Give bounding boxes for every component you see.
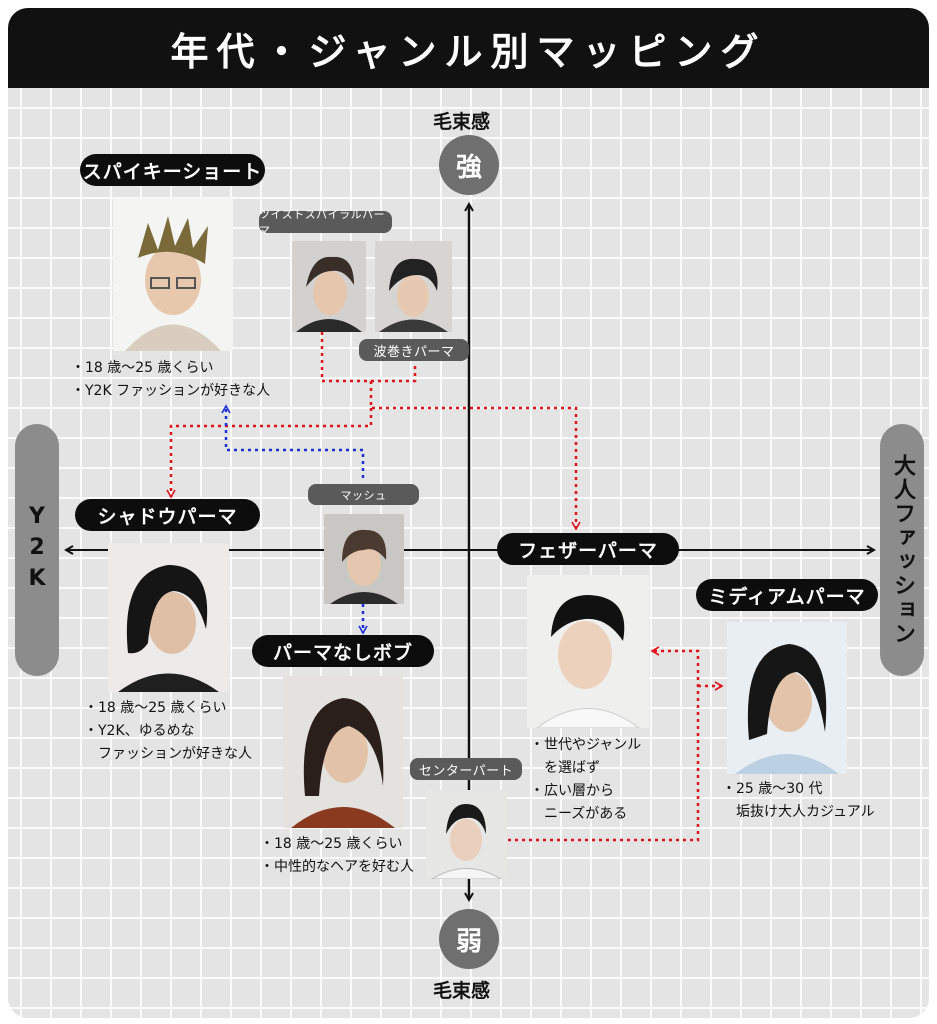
- top-axis-label: 毛束感: [433, 111, 491, 133]
- desc-line: ・世代やジャンル: [530, 737, 642, 753]
- center-part-photo: [426, 790, 507, 879]
- desc-line: ・広い層から: [530, 783, 614, 799]
- spiky-short-description: ・18 歳〜25 歳くらい ・Y2K ファッションが好きな人: [71, 357, 270, 403]
- center-part-label: センターパート: [410, 758, 522, 780]
- desc-line: ・18 歳〜25 歳くらい: [84, 700, 227, 716]
- mash-label: マッシュ: [308, 484, 419, 505]
- feather-perm-label: フェザーパーマ: [497, 533, 679, 565]
- desc-line: ・18 歳〜25 歳くらい: [260, 836, 403, 852]
- person-photo-icon: [324, 514, 404, 604]
- medium-perm-photo: [727, 622, 847, 774]
- blue-connector: [221, 404, 368, 635]
- no-perm-bob-photo: [283, 676, 403, 828]
- desc-line: ・Y2K、ゆるめな: [84, 723, 195, 739]
- page-title: 年代・ジャンル別マッピング: [8, 8, 929, 88]
- desc-line: ニーズがある: [530, 806, 628, 822]
- shadow-perm-description: ・18 歳〜25 歳くらい ・Y2K、ゆるめな ファッションが好きな人: [84, 697, 252, 766]
- bottom-axis-label: 毛束感: [433, 980, 491, 1002]
- diagram-card: 年代・ジャンル別マッピング: [8, 8, 929, 1018]
- feather-perm-description: ・世代やジャンル を選ばず ・広い層から ニーズがある: [530, 734, 641, 826]
- person-photo-icon: [292, 241, 366, 332]
- weak-circle: 弱: [439, 909, 499, 969]
- shadow-perm-label: シャドウパーマ: [75, 499, 260, 531]
- no-perm-bob-description: ・18 歳〜25 歳くらい ・中性的なヘアを好む人: [260, 833, 414, 879]
- desc-line: を選ばず: [530, 760, 600, 776]
- twist-spiral-perm-photo-1: [292, 241, 366, 332]
- red-connector-lower: [508, 646, 724, 842]
- desc-line: ファッションが好きな人: [84, 746, 252, 762]
- shadow-perm-photo: [108, 543, 229, 692]
- person-photo-icon: [527, 575, 649, 728]
- person-photo-icon: [283, 676, 403, 828]
- spiky-short-photo: [113, 198, 233, 351]
- strong-circle: 強: [439, 135, 499, 195]
- no-perm-bob-label: パーマなしボブ: [252, 635, 434, 667]
- desc-line: ・18 歳〜25 歳くらい: [71, 360, 214, 376]
- person-photo-icon: [108, 543, 229, 692]
- person-photo-icon: [375, 241, 452, 332]
- twist-spiral-perm-photo-2: [375, 241, 452, 332]
- medium-perm-description: ・25 歳〜30 代 垢抜け大人カジュアル: [722, 778, 875, 824]
- twist-spiral-perm-label: ツイストスパイラルパーマ: [259, 208, 392, 237]
- adult-fashion-side-label: 大人ファッション: [880, 424, 924, 676]
- person-photo-icon: [113, 198, 233, 351]
- desc-line: ・25 歳〜30 代: [722, 781, 823, 797]
- medium-perm-label: ミディアムパーマ: [696, 579, 878, 611]
- y2k-side-label: Y2K: [15, 424, 59, 676]
- red-connector-upper: [166, 332, 581, 531]
- wave-perm-label: 波巻きパーマ: [359, 339, 469, 361]
- mash-photo: [324, 514, 404, 604]
- spiky-short-label: スパイキーショート: [80, 154, 265, 186]
- desc-line: 垢抜け大人カジュアル: [722, 804, 875, 820]
- feather-perm-photo: [527, 575, 649, 728]
- desc-line: ・中性的なヘアを好む人: [260, 859, 414, 875]
- person-photo-icon: [727, 622, 847, 774]
- person-photo-icon: [426, 790, 507, 879]
- desc-line: ・Y2K ファッションが好きな人: [71, 383, 271, 399]
